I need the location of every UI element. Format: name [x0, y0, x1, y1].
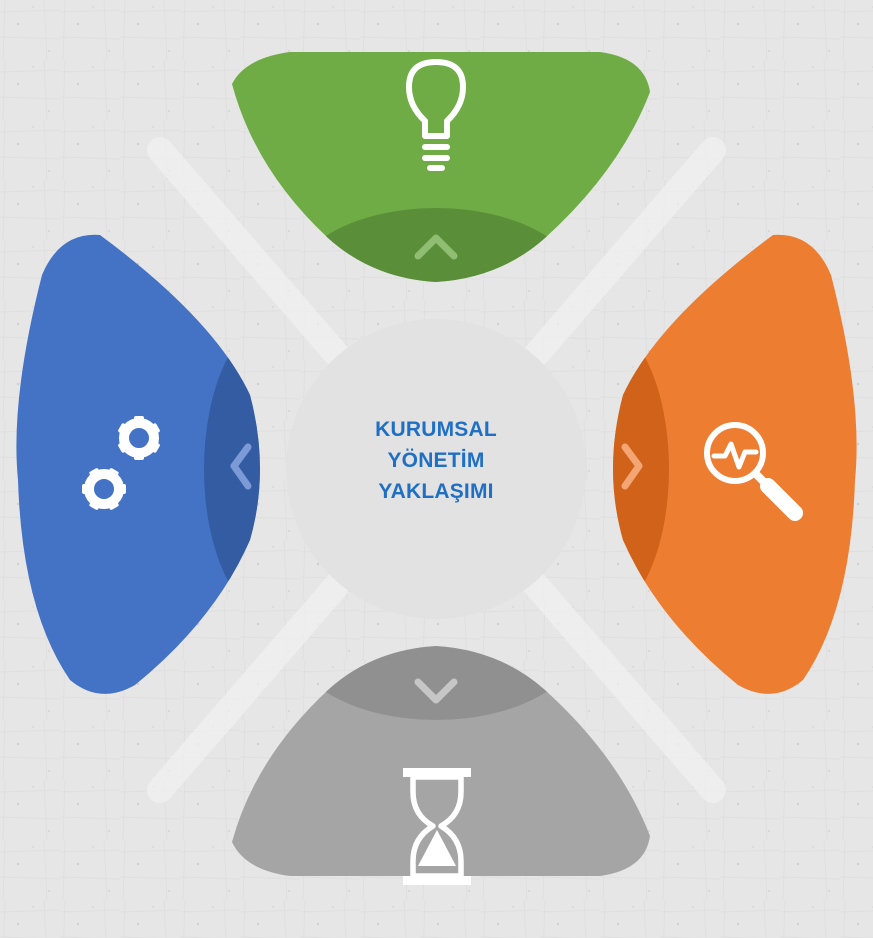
bottom-segment[interactable]	[232, 552, 650, 885]
center-circle	[286, 319, 586, 619]
chevron-up-icon	[414, 234, 458, 260]
gears-icon	[82, 416, 160, 510]
top-segment[interactable]	[232, 52, 650, 376]
chevron-left-icon	[230, 443, 252, 490]
left-segment[interactable]	[16, 234, 348, 694]
chevron-down-icon	[414, 678, 458, 704]
center-title-line-1: KURUMSAL	[375, 418, 497, 441]
chevron-right-icon	[621, 443, 643, 490]
top-segment-band	[288, 208, 584, 282]
hourglass-icon	[403, 768, 471, 885]
center-title: KURUMSAL YÖNETİM YAKLAŞIMI	[306, 414, 566, 507]
center-title-line-3: YAKLAŞIMI	[378, 480, 494, 503]
bottom-segment-shape	[232, 646, 650, 876]
right-segment-shape	[613, 234, 857, 694]
right-segment[interactable]	[525, 234, 857, 694]
center-title-line-2: YÖNETİM	[387, 449, 485, 472]
magnifier-pulse-icon	[704, 422, 803, 521]
bottom-segment-band	[288, 646, 584, 720]
lightbulb-icon	[406, 59, 466, 171]
right-segment-band	[613, 319, 669, 619]
left-segment-band	[204, 319, 261, 619]
left-segment-shape	[16, 234, 261, 694]
